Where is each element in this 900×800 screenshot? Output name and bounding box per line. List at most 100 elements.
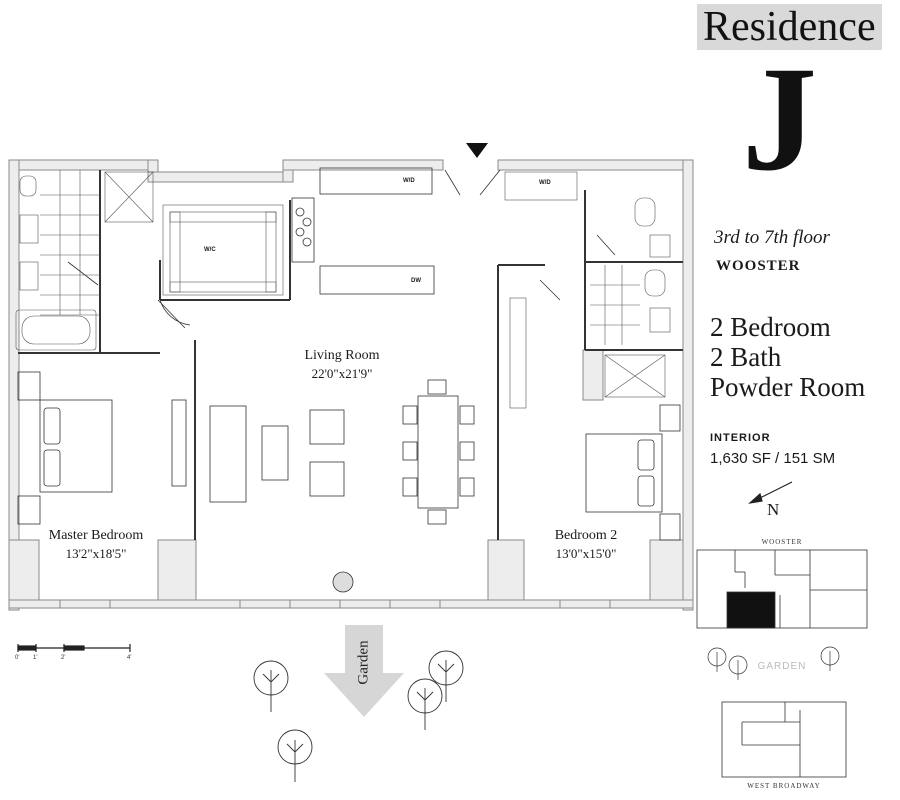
unit-letter: J: [742, 36, 817, 202]
north-label: N: [767, 500, 780, 519]
tree-icon: [428, 650, 464, 702]
tree-icon: [707, 647, 727, 672]
pillow: [637, 439, 655, 471]
window-mullions: [59, 600, 611, 608]
dining-chair: [427, 509, 447, 525]
interior-area: 1,630 SF / 151 SM: [710, 450, 836, 467]
pillow: [637, 475, 655, 507]
key-plan-lower: [721, 701, 847, 778]
shower-icon: [104, 171, 154, 223]
residence-title: Residence: [697, 4, 882, 50]
sink-icon: [19, 214, 39, 244]
dining-chair: [402, 441, 418, 461]
tree-icon: [277, 729, 313, 782]
doors: [67, 169, 616, 329]
wc-label: W/C: [204, 247, 216, 253]
key-plan-upper: [696, 549, 868, 629]
master-bath: [15, 170, 154, 351]
key-plan-wooster: WOOSTER: [761, 538, 803, 546]
key-plan-trees: [707, 646, 840, 680]
garden-arrow-icon: [324, 625, 404, 717]
armchair-icon: [309, 409, 345, 445]
toilet-icon: [19, 175, 37, 197]
building-name: WOOSTER: [716, 258, 801, 274]
toilet-icon: [634, 197, 656, 227]
laundry-cabinet: [504, 171, 578, 201]
scale-label-4: 4': [127, 655, 132, 661]
stove-burner-icon: [295, 207, 305, 217]
armchair-icon: [309, 461, 345, 497]
dining-chair: [459, 441, 475, 461]
bath-count: 2 Bath: [710, 342, 782, 372]
floor-range: 3rd to 7th floor: [714, 227, 830, 248]
living-room-label: Living Room: [304, 348, 380, 363]
refrigerator-icon: [291, 197, 315, 263]
walk-in-closet: [162, 204, 284, 296]
tree-icon: [820, 646, 840, 671]
key-plan-garden: GARDEN: [757, 661, 807, 672]
sink-icon: [19, 261, 39, 291]
scale-label-2: 2': [61, 655, 66, 661]
kitchen-counter-top: [319, 167, 433, 195]
dining-chair: [459, 477, 475, 497]
scale-label-0: 0': [15, 655, 20, 661]
tree-icon: [728, 655, 748, 680]
bath-2: [504, 171, 671, 409]
north-arrow-icon: [748, 481, 793, 504]
bed-icon: [585, 433, 663, 513]
master-bedroom-furniture: [17, 371, 187, 525]
tile-grid: [590, 265, 640, 345]
nightstand: [659, 404, 681, 432]
dining-table: [417, 395, 459, 509]
key-plan-west-broadway: WEST BROADWAY: [747, 782, 821, 790]
nightstand: [659, 513, 681, 541]
sofa-icon: [209, 405, 247, 503]
wd-label: W/D: [403, 178, 415, 184]
scale-bar: [17, 644, 131, 652]
living-room-furniture: [209, 379, 475, 593]
dining-chair: [459, 405, 475, 425]
dining-chair: [402, 477, 418, 497]
tree-icon: [253, 660, 289, 712]
sink-icon: [649, 307, 671, 333]
tree-icon: [407, 678, 443, 730]
bedroom-2-furniture: [585, 404, 681, 541]
tv-console: [171, 399, 187, 487]
exterior-walls: [8, 159, 694, 611]
trees: [253, 650, 464, 782]
bed-icon: [39, 399, 113, 493]
pillow: [43, 407, 61, 445]
unit-highlight: [726, 591, 776, 629]
closet-shelf: [509, 297, 527, 409]
sink-icon: [649, 234, 671, 258]
coffee-table: [261, 425, 289, 481]
entry-arrow-icon: [466, 143, 488, 158]
stove-burner-icon: [295, 227, 305, 237]
powder-room: Powder Room: [710, 372, 866, 402]
scale-label-1: 1': [33, 655, 38, 661]
nightstand: [17, 495, 41, 525]
pillow: [43, 449, 61, 487]
bedroom-2-dimensions: 13'0"x15'0": [555, 546, 617, 561]
tile-grid: [40, 170, 100, 316]
stove-burner-icon: [302, 237, 312, 247]
interior-label: INTERIOR: [710, 432, 771, 444]
wd-label: W/D: [539, 180, 551, 186]
master-bedroom-label: Master Bedroom: [48, 528, 144, 543]
shower-icon: [604, 354, 666, 398]
tub-basin: [21, 315, 91, 345]
unit-configuration: 2 Bedroom 2 Bath Powder Room: [710, 312, 865, 402]
dining-chair: [427, 379, 447, 395]
toilet-icon: [644, 269, 666, 297]
column-icon: [332, 571, 354, 593]
dw-label: DW: [411, 278, 421, 284]
master-bedroom-dimensions: 13'2"x18'5": [65, 546, 127, 561]
bedroom-2-label: Bedroom 2: [554, 528, 618, 543]
interior-walls: [18, 170, 683, 540]
garden-arrow-label: Garden: [355, 640, 372, 685]
stove-burner-icon: [302, 217, 312, 227]
bathtub-icon: [15, 309, 97, 351]
bedroom-count: 2 Bedroom: [710, 312, 831, 342]
kitchen-island: [319, 265, 435, 295]
